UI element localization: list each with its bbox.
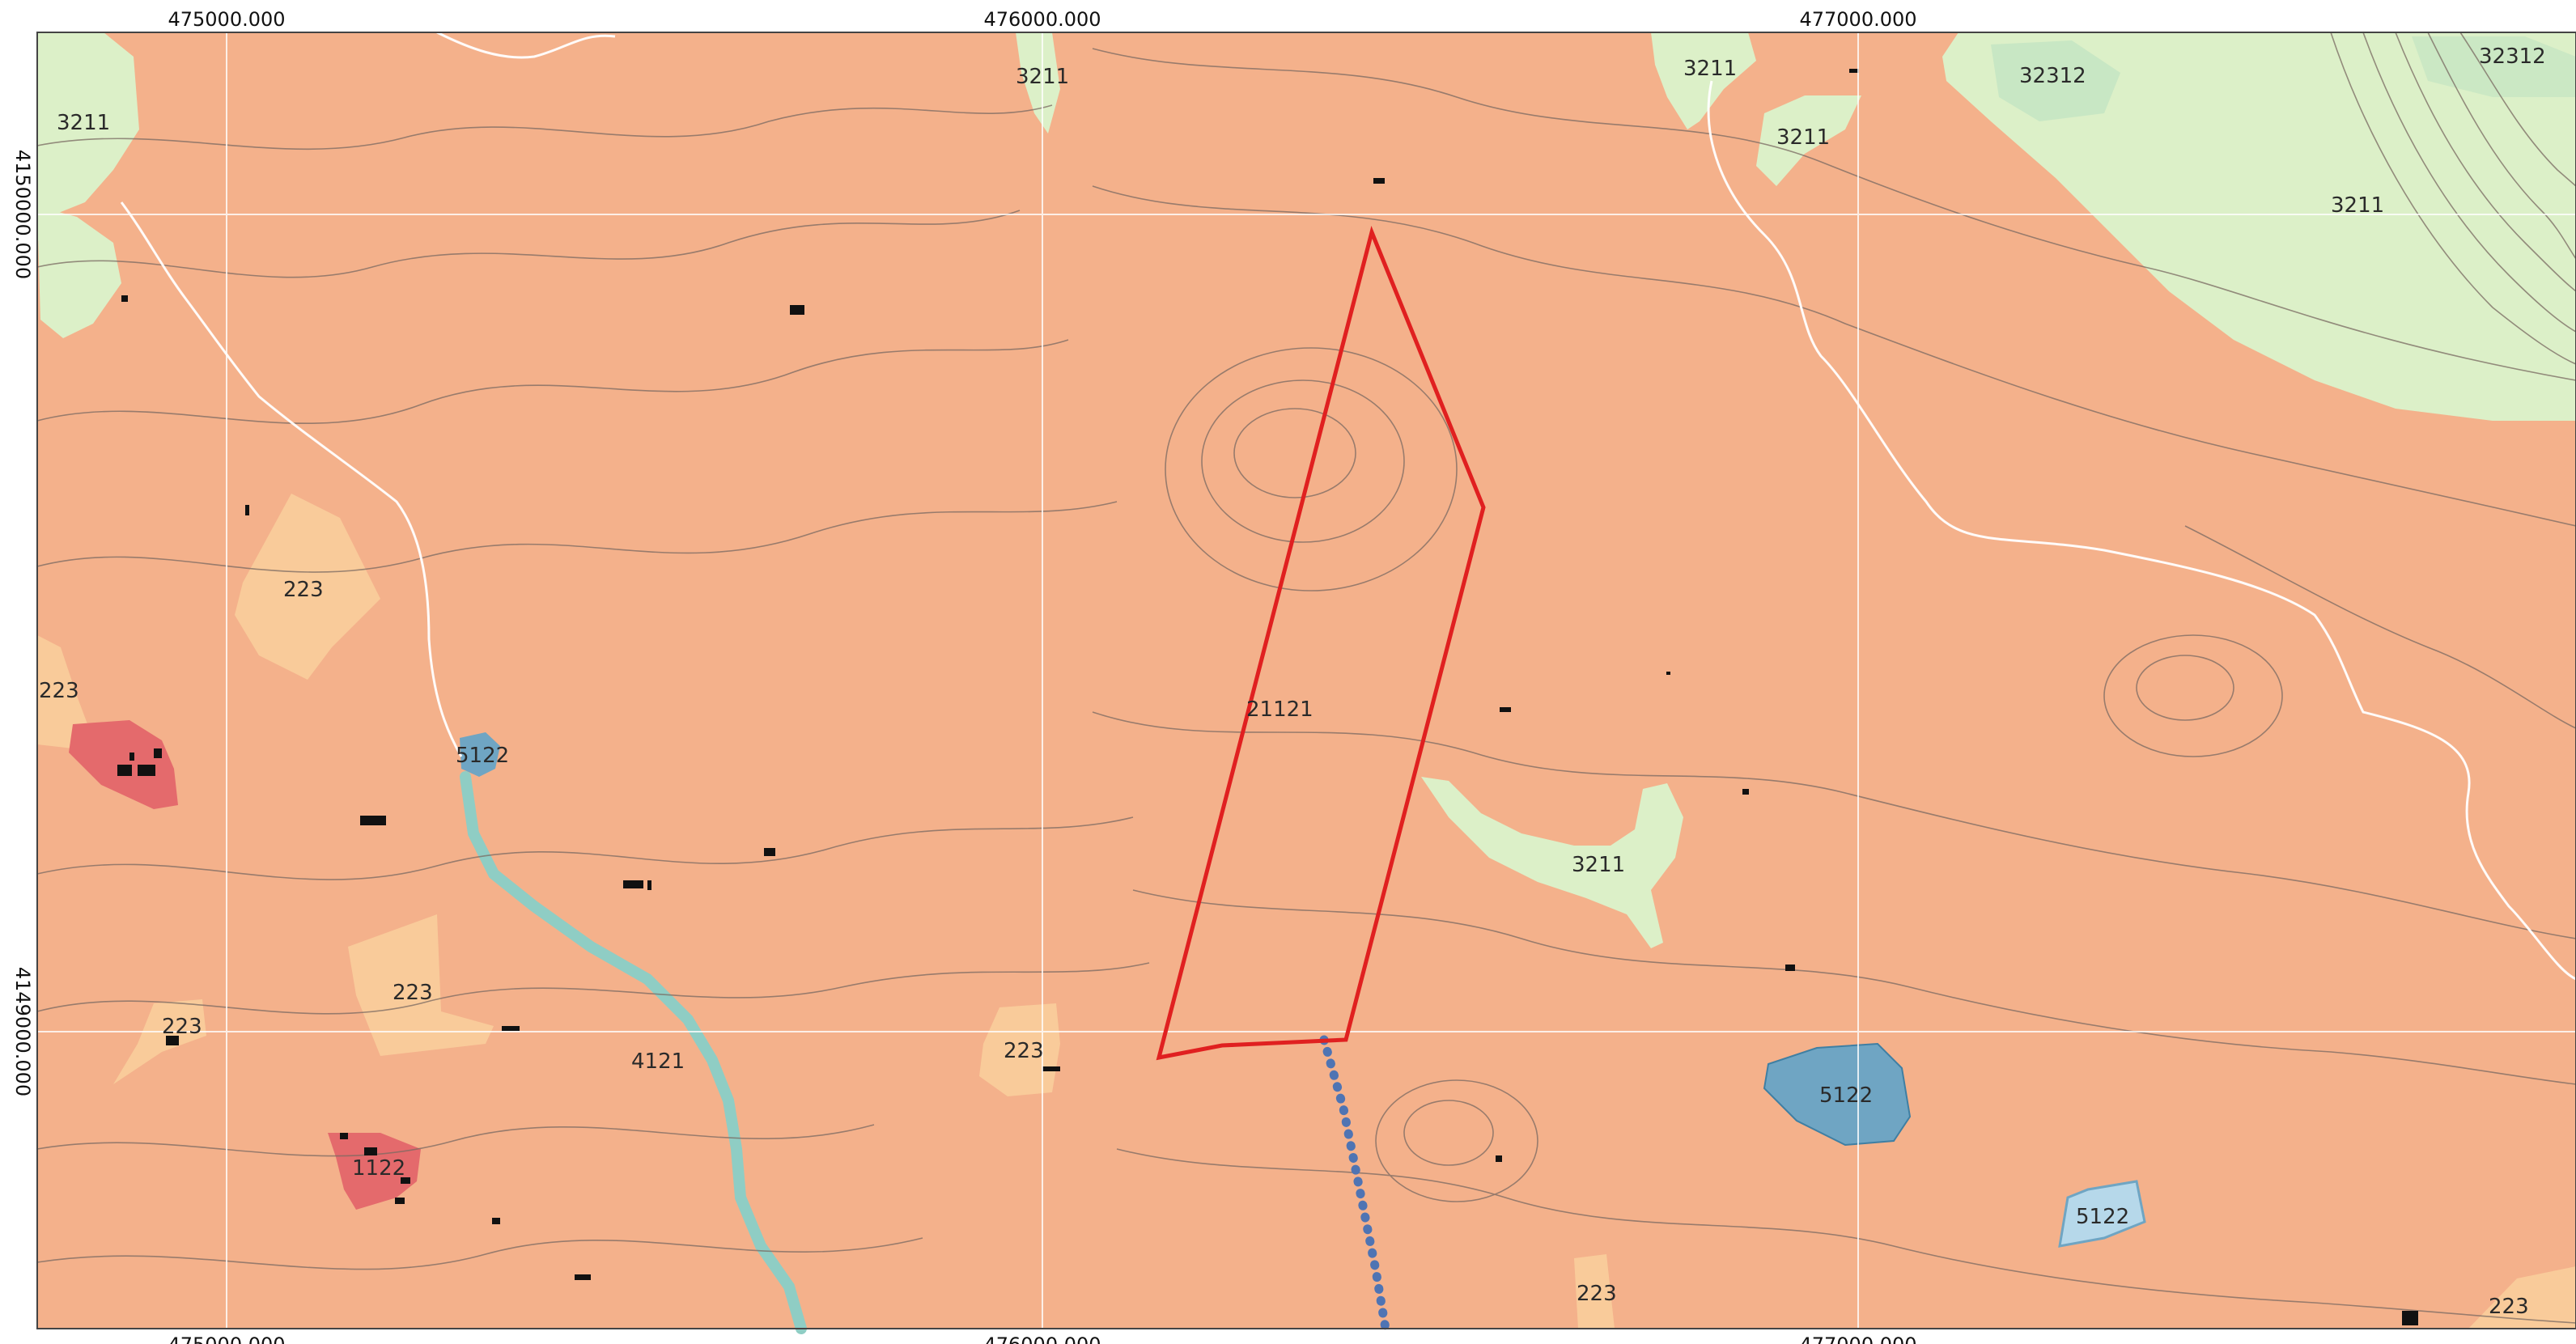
zone-label: 1122 (352, 1156, 405, 1181)
zone-label: 3211 (57, 111, 110, 135)
forest-patch-nw-lower (37, 206, 121, 338)
building (764, 848, 775, 856)
building (117, 765, 132, 776)
x-coord-label-bottom: 477000.000 (1799, 1333, 1916, 1344)
building (623, 880, 643, 888)
building (364, 1147, 377, 1155)
x-coord-label-bottom: 475000.000 (168, 1333, 285, 1344)
forest-patch-ne-large (1942, 32, 2576, 421)
pasture-patch-3 (348, 914, 494, 1056)
pasture-areas (37, 494, 2576, 1329)
building (129, 753, 134, 761)
building (1042, 1066, 1060, 1071)
building (575, 1274, 591, 1280)
building (790, 305, 804, 315)
zone-label: 3211 (1016, 65, 1069, 89)
zone-label: 223 (39, 679, 79, 703)
zone-label: 223 (2489, 1295, 2529, 1319)
dotted-line (1319, 1035, 1390, 1333)
x-coord-label-bottom: 476000.000 (983, 1333, 1101, 1344)
forest-patch-central (1421, 777, 1683, 948)
pasture-patch-2 (37, 635, 89, 748)
zone-label: 32312 (2479, 45, 2546, 69)
building (121, 295, 128, 302)
zone-label: 3211 (2331, 193, 2384, 218)
pasture-patch-5 (979, 1003, 1060, 1096)
zone-label: 4121 (631, 1049, 685, 1074)
building (1496, 1155, 1502, 1162)
water-body-southeast (2058, 1180, 2146, 1248)
river (460, 771, 807, 1334)
pasture-patch-6 (1574, 1254, 1615, 1329)
x-coord-label-top: 477000.000 (1799, 8, 1916, 31)
building (395, 1198, 405, 1204)
zone-label: 5122 (2076, 1205, 2129, 1229)
forest-patch-nw (37, 32, 139, 243)
study-area-boundary (1156, 226, 1486, 1061)
zone-label: 223 (162, 1015, 202, 1039)
building (1742, 789, 1749, 795)
pasture-patch-7 (2468, 1266, 2576, 1329)
forest-areas (37, 32, 2576, 948)
forest-patch-north (1016, 32, 1060, 134)
zone-label: 223 (1577, 1282, 1617, 1306)
building (647, 880, 651, 890)
pasture-patch-4 (113, 999, 206, 1084)
building (492, 1218, 500, 1224)
building (154, 748, 162, 758)
zone-label: 223 (393, 981, 433, 1005)
building (1500, 707, 1511, 712)
buildings (117, 69, 2418, 1325)
building (1785, 965, 1795, 971)
y-coord-label: 4149000.000 (11, 967, 34, 1096)
building (1373, 178, 1385, 184)
forest-patch-ne-dark (1991, 40, 2120, 121)
water-bodies (460, 732, 2146, 1248)
zone-label: 3211 (1572, 853, 1625, 877)
map-border (36, 32, 2576, 1329)
contour-lines (36, 32, 2576, 1324)
pasture-patch-1 (235, 494, 380, 680)
x-coord-label-top: 476000.000 (983, 8, 1101, 31)
building (166, 1036, 179, 1045)
x-coord-label-top: 475000.000 (168, 8, 285, 31)
building (340, 1133, 348, 1139)
zone-label: 5122 (456, 744, 509, 768)
building (245, 505, 249, 515)
zone-label: 3211 (1776, 125, 1830, 150)
building (502, 1026, 520, 1031)
zone-labels: 3211 3211 3211 3211 32312 32312 3211 223… (39, 45, 2546, 1319)
roads (120, 31, 2576, 981)
building (138, 765, 155, 776)
y-coord-label: 4150000.000 (11, 150, 34, 279)
building (360, 816, 386, 825)
coordinate-grid (37, 32, 2576, 1329)
building (1849, 69, 1859, 73)
zone-label: 32312 (2019, 64, 2086, 88)
coordinate-labels: 475000.000 476000.000 477000.000 475000.… (11, 8, 1917, 1344)
zone-label: 223 (283, 578, 324, 602)
building (401, 1177, 410, 1184)
building (2402, 1311, 2418, 1325)
zone-label: 21121 (1246, 697, 1313, 722)
forest-patch-ne-tiny (1756, 95, 1861, 186)
building (1666, 672, 1670, 675)
water-body-west (460, 732, 500, 777)
zone-label: 3211 (1683, 57, 1737, 81)
forest-patch-ne-small (1651, 32, 1756, 129)
zone-label: 5122 (1819, 1083, 1873, 1108)
water-body-east (1763, 1042, 1912, 1147)
zone-label: 223 (1004, 1039, 1044, 1063)
